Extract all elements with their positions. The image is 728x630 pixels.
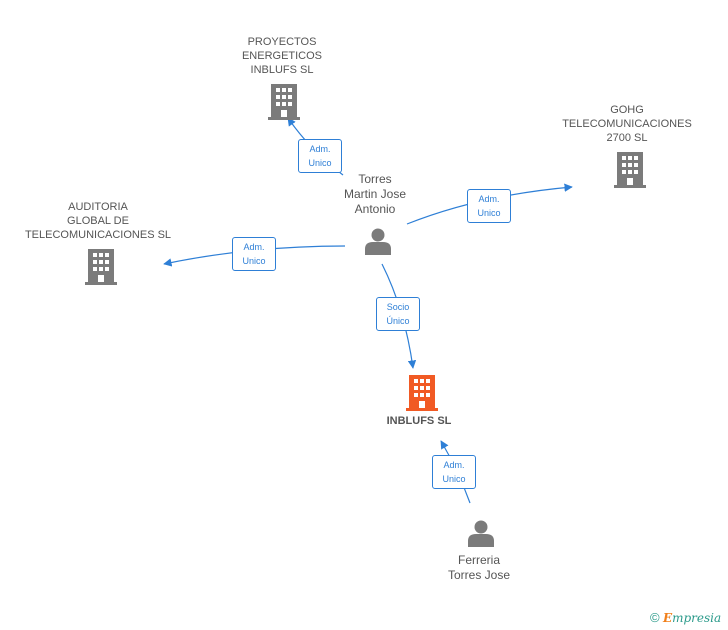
building-icon[interactable]: [614, 152, 646, 188]
empresia-logo[interactable]: © Empresia: [650, 610, 721, 625]
edge-label-ferreria-inblufs: Adm. Unico: [432, 455, 476, 489]
person-label-ferreria: Ferreria Torres Jose: [447, 553, 511, 582]
company-label-inblufs[interactable]: INBLUFS SL: [386, 415, 452, 427]
company-label-auditoria: AUDITORIA GLOBAL DE TELECOMUNICACIONES S…: [24, 201, 172, 241]
edge-label-torres-gohg: Adm. Unico: [467, 189, 511, 223]
brand-name: mpresia: [672, 611, 722, 625]
building-icon[interactable]: [406, 375, 438, 411]
copyright-symbol: ©: [650, 610, 660, 625]
person-label-torres: Torres Martin Jose Antonio: [343, 172, 407, 216]
brand-initial: E: [662, 611, 673, 625]
company-label-gohg: GOHG TELECOMUNICACIONES 2700 SL: [562, 104, 692, 144]
edge-label-torres-auditoria: Adm. Unico: [232, 237, 276, 271]
company-label-proyectos: PROYECTOS ENERGETICOS INBLUFS SL: [241, 36, 323, 76]
edge-label-torres-inblufs: Socio Único: [376, 297, 420, 331]
person-icon[interactable]: [364, 227, 392, 255]
person-icon[interactable]: [467, 519, 495, 547]
building-icon[interactable]: [268, 84, 300, 120]
edge-label-torres-proyectos: Adm. Unico: [298, 139, 342, 173]
building-icon[interactable]: [85, 249, 117, 285]
